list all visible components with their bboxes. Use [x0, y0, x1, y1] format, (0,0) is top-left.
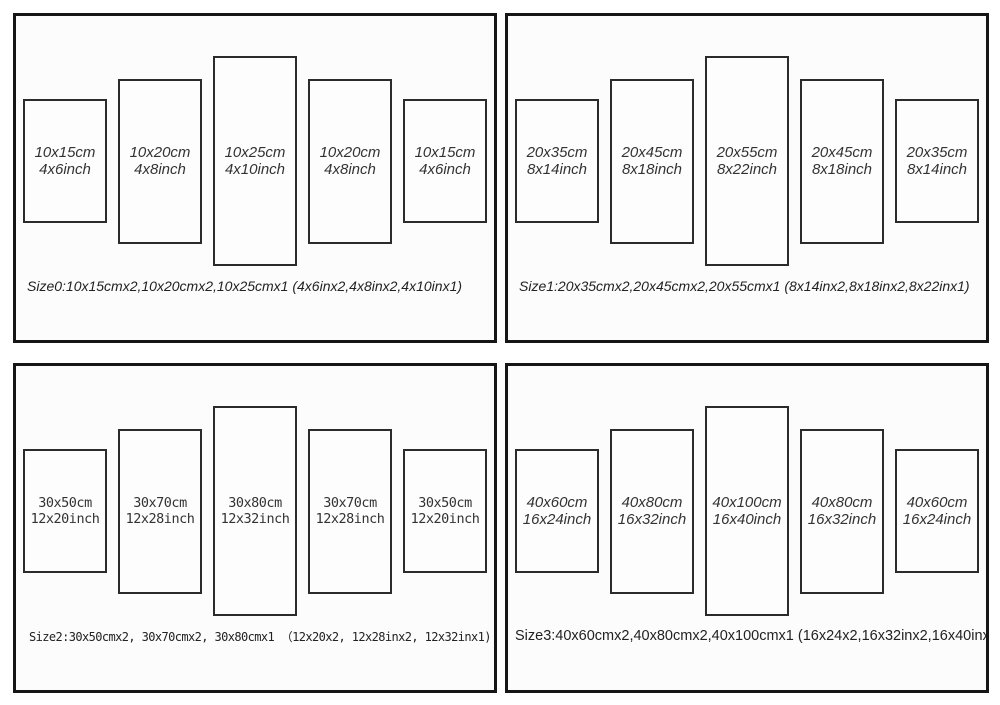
canvas-panel: 10x20cm 4x8inch	[118, 78, 202, 244]
canvas-panel: 20x35cm 8x14inch	[515, 99, 599, 223]
panel-size-inch: 16x24inch	[902, 511, 972, 528]
size3-quadrant: 40x60cm 16x24inch 40x80cm 16x32inch 40x1…	[505, 363, 989, 693]
panel-size-inch: 8x18inch	[621, 161, 683, 178]
panel-size-cm: 30x50cm	[38, 495, 92, 511]
size1-panel-row: 20x35cm 8x14inch 20x45cm 8x18inch 20x55c…	[508, 30, 986, 292]
panel-size-inch: 12x20inch	[410, 511, 480, 527]
panel-size-cm: 40x80cm	[811, 494, 873, 511]
canvas-panel: 30x50cm 12x20inch	[403, 449, 487, 573]
canvas-panel: 30x50cm 12x20inch	[23, 449, 107, 573]
panel-size-inch: 4x8inch	[324, 161, 376, 178]
size2-panel-row: 30x50cm 12x20inch 30x70cm 12x28inch 30x8…	[16, 380, 494, 642]
panel-size-inch: 4x6inch	[419, 161, 471, 178]
size2-quadrant: 30x50cm 12x20inch 30x70cm 12x28inch 30x8…	[13, 363, 497, 693]
panel-size-inch: 12x32inch	[220, 511, 290, 527]
canvas-panel: 10x25cm 4x10inch	[213, 56, 297, 266]
size1-summary: Size1:20x35cmx2,20x45cmx2,20x55cmx1 (8x1…	[519, 278, 970, 294]
canvas-panel: 40x60cm 16x24inch	[515, 449, 599, 573]
panel-size-cm: 10x25cm	[224, 144, 286, 161]
panel-size-cm: 30x80cm	[228, 495, 282, 511]
size3-summary: Size3:40x60cmx2,40x80cmx2,40x100cmx1 (16…	[515, 628, 989, 644]
panel-size-inch: 4x10inch	[224, 161, 286, 178]
panel-size-cm: 10x20cm	[319, 144, 381, 161]
panel-size-inch: 12x28inch	[125, 511, 195, 527]
size1-quadrant: 20x35cm 8x14inch 20x45cm 8x18inch 20x55c…	[505, 13, 989, 343]
panel-size-cm: 10x20cm	[129, 144, 191, 161]
panel-size-inch: 8x14inch	[906, 161, 968, 178]
panel-size-inch: 4x6inch	[39, 161, 91, 178]
panel-size-inch: 8x18inch	[811, 161, 873, 178]
panel-size-cm: 40x60cm	[906, 494, 968, 511]
canvas-panel: 20x45cm 8x18inch	[610, 78, 694, 244]
panel-size-cm: 20x45cm	[621, 144, 683, 161]
canvas-panel: 40x60cm 16x24inch	[895, 449, 979, 573]
size0-summary: Size0:10x15cmx2,10x20cmx2,10x25cmx1 (4x6…	[27, 278, 463, 294]
canvas-panel: 10x15cm 4x6inch	[23, 99, 107, 223]
size0-panel-row: 10x15cm 4x6inch 10x20cm 4x8inch 10x25cm …	[16, 30, 494, 292]
panel-size-cm: 10x15cm	[414, 144, 476, 161]
panel-size-cm: 20x35cm	[526, 144, 588, 161]
panel-size-cm: 20x35cm	[906, 144, 968, 161]
panel-size-cm: 20x45cm	[811, 144, 873, 161]
panel-size-inch: 16x32inch	[617, 511, 687, 528]
panel-size-inch: 16x40inch	[712, 511, 782, 528]
panel-size-inch: 12x20inch	[30, 511, 100, 527]
panel-size-inch: 12x28inch	[315, 511, 385, 527]
canvas-panel: 20x55cm 8x22inch	[705, 56, 789, 266]
size3-panel-row: 40x60cm 16x24inch 40x80cm 16x32inch 40x1…	[508, 380, 986, 642]
panel-size-cm: 40x100cm	[712, 494, 782, 511]
panel-size-cm: 30x70cm	[133, 495, 187, 511]
canvas-panel: 30x70cm 12x28inch	[118, 428, 202, 594]
size0-quadrant: 10x15cm 4x6inch 10x20cm 4x8inch 10x25cm …	[13, 13, 497, 343]
canvas-panel: 20x35cm 8x14inch	[895, 99, 979, 223]
panel-size-inch: 16x32inch	[807, 511, 877, 528]
canvas-panel: 10x20cm 4x8inch	[308, 78, 392, 244]
canvas-panel: 40x80cm 16x32inch	[610, 428, 694, 594]
panel-size-inch: 8x14inch	[526, 161, 588, 178]
panel-size-cm: 30x50cm	[418, 495, 472, 511]
panel-size-cm: 40x80cm	[621, 494, 683, 511]
canvas-panel: 30x80cm 12x32inch	[213, 406, 297, 616]
canvas-panel: 30x70cm 12x28inch	[308, 428, 392, 594]
panel-size-inch: 8x22inch	[716, 161, 778, 178]
panel-size-cm: 10x15cm	[34, 144, 96, 161]
canvas-panel: 40x100cm 16x40inch	[705, 406, 789, 616]
canvas-panel: 10x15cm 4x6inch	[403, 99, 487, 223]
size2-summary: Size2:30x50cmx2, 30x70cmx2, 30x80cmx1 （1…	[29, 630, 491, 644]
panel-size-inch: 16x24inch	[522, 511, 592, 528]
panel-size-cm: 40x60cm	[526, 494, 588, 511]
canvas-panel: 20x45cm 8x18inch	[800, 78, 884, 244]
panel-size-cm: 20x55cm	[716, 144, 778, 161]
canvas-panel: 40x80cm 16x32inch	[800, 428, 884, 594]
panel-size-inch: 4x8inch	[134, 161, 186, 178]
panel-size-cm: 30x70cm	[323, 495, 377, 511]
